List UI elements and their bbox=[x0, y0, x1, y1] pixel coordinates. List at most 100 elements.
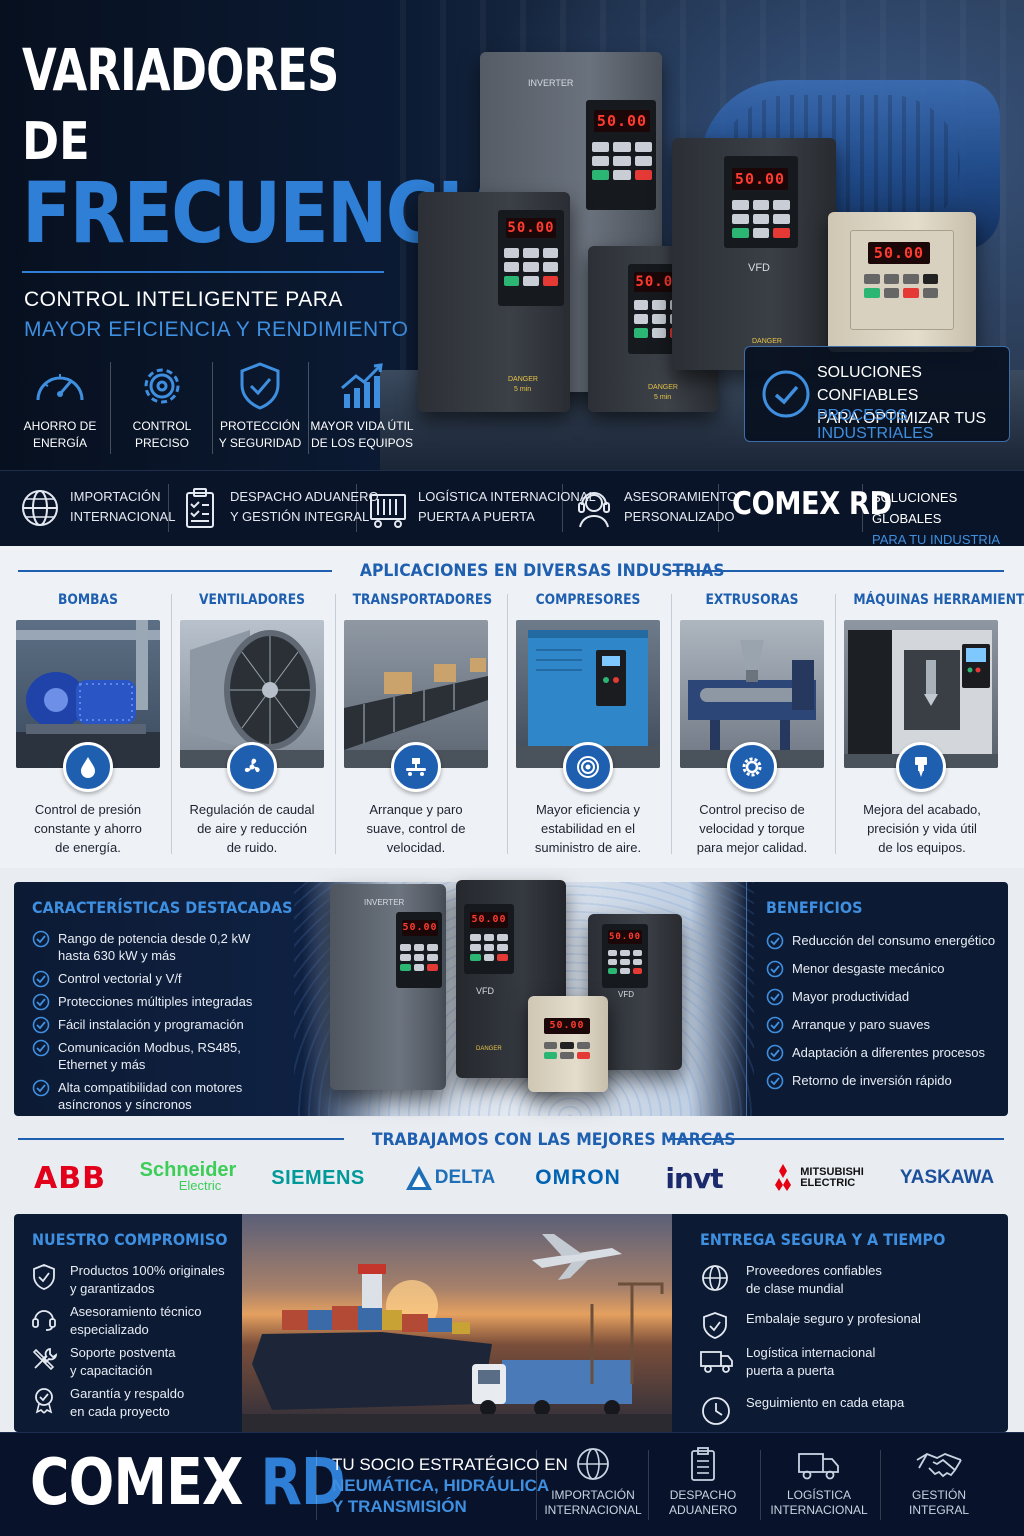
service-line2: PUERTA A PUERTA bbox=[418, 509, 535, 524]
delivery-title: ENTREGA SEGURA Y A TIEMPO bbox=[700, 1230, 946, 1249]
mitsubishi-diamonds-icon bbox=[775, 1164, 792, 1191]
danger-time: 5 min bbox=[654, 394, 672, 401]
drive-display: 50.00 bbox=[608, 930, 642, 944]
headset-icon bbox=[578, 492, 610, 528]
growth-chart-icon bbox=[341, 363, 383, 408]
feature-line1: PROTECCIÓN bbox=[219, 419, 300, 433]
brands-title: TRABAJAMOS CON LAS MEJORES MARCAS bbox=[371, 1130, 736, 1150]
danger-label: DANGER bbox=[752, 338, 782, 345]
application-name: TRANSPORTADORES bbox=[352, 592, 493, 608]
list-item: Mayor productividad bbox=[766, 988, 1002, 1006]
application-machine-tools: MÁQUINAS HERRAMIENTA Mejora del acabado,… bbox=[844, 592, 1024, 855]
services-bar bbox=[0, 470, 1024, 546]
check-circle-icon bbox=[766, 1072, 784, 1090]
drive-display: 50.00 bbox=[634, 272, 684, 292]
drive-display: 50.00 bbox=[470, 912, 508, 928]
gauge-icon bbox=[36, 374, 84, 401]
pumps-image bbox=[16, 620, 160, 768]
solutions-line3: PROCESOS INDUSTRIALES bbox=[817, 407, 934, 442]
danger-label: DANGER bbox=[648, 384, 678, 391]
footer-logo: COMEX RD bbox=[30, 1446, 346, 1520]
fans-image bbox=[180, 620, 324, 768]
section-rule bbox=[670, 1138, 1004, 1140]
globe-icon bbox=[577, 1448, 609, 1480]
list-item: Control vectorial y V/f bbox=[32, 970, 272, 988]
hero-title-line1: VARIADORES bbox=[22, 36, 339, 104]
list-item: Fácil instalación y programación bbox=[32, 1016, 272, 1034]
feature-line2: PRECISO bbox=[134, 436, 189, 450]
brand-yaskawa-logo: YASKAWA bbox=[899, 1167, 995, 1188]
shield-check-icon bbox=[703, 1312, 727, 1339]
check-circle-icon bbox=[762, 370, 810, 418]
truck-icon bbox=[798, 1453, 839, 1480]
application-divider bbox=[671, 594, 672, 854]
feature-line1: MAYOR VIDA ÚTIL bbox=[310, 419, 414, 433]
panel-divider bbox=[746, 882, 747, 1116]
application-name: EXTRUSORAS bbox=[705, 592, 799, 608]
target-icon bbox=[563, 742, 613, 792]
brand-schneider-logo: Schneider Electric bbox=[139, 1159, 237, 1193]
drive-display: 50.00 bbox=[544, 1018, 590, 1034]
drive-label: INVERTER bbox=[528, 78, 574, 88]
drive-display: 50.00 bbox=[868, 242, 930, 264]
service-line2: Y GESTIÓN INTEGRAL bbox=[230, 509, 370, 524]
application-name: MÁQUINAS HERRAMIENTA bbox=[853, 592, 1024, 608]
application-divider bbox=[507, 594, 508, 854]
section-rule bbox=[672, 570, 1004, 572]
delta-triangle-icon bbox=[405, 1166, 432, 1190]
clipboard-icon bbox=[691, 1447, 715, 1481]
handshake-icon bbox=[916, 1452, 962, 1478]
machine-tools-image bbox=[844, 620, 998, 768]
application-name: COMPRESORES bbox=[535, 592, 641, 608]
brand-invt-logo: invt bbox=[665, 1161, 723, 1195]
drive-display: 50.00 bbox=[594, 110, 650, 132]
drive-label: VFD bbox=[748, 262, 770, 274]
feature-divider bbox=[110, 362, 111, 454]
gear-icon bbox=[727, 742, 777, 792]
drive-label: VFD bbox=[476, 986, 494, 996]
list-item: Comunicación Modbus, RS485,Ethernet y má… bbox=[32, 1039, 272, 1073]
brand-omron-logo: OMRON bbox=[535, 1166, 621, 1189]
benefits-list: Reducción del consumo energético Menor d… bbox=[766, 932, 1002, 1090]
drive-label: VFD bbox=[618, 990, 634, 999]
check-circle-icon bbox=[32, 930, 50, 948]
danger-label: DANGER bbox=[476, 1046, 502, 1052]
feature-divider bbox=[212, 362, 213, 454]
list-item: Seguimiento en cada etapa bbox=[700, 1394, 1000, 1425]
service-divider bbox=[862, 484, 863, 532]
check-circle-icon bbox=[766, 1044, 784, 1062]
service-line1: ASESORAMIENTO bbox=[624, 489, 738, 504]
feature-line2: DE LOS EQUIPOS bbox=[310, 436, 414, 450]
fan-icon bbox=[227, 742, 277, 792]
feature-line2: Y SEGURIDAD bbox=[218, 436, 302, 450]
characteristics-title: CARACTERÍSTICAS DESTACADAS bbox=[32, 898, 293, 917]
applications-title: APLICACIONES EN DIVERSAS INDUSTRIAS bbox=[359, 561, 725, 581]
hero-subtitle-line2: MAYOR EFICIENCIA Y RENDIMIENTO bbox=[24, 318, 409, 341]
conveyors-image bbox=[344, 620, 488, 768]
service-divider bbox=[356, 484, 357, 532]
shield-check-icon bbox=[33, 1264, 55, 1290]
service-line2: INTERNACIONAL bbox=[70, 509, 176, 524]
check-circle-icon bbox=[32, 1079, 50, 1097]
service-line1: LOGÍSTICA INTERNACIONAL bbox=[418, 489, 596, 504]
check-circle-icon bbox=[766, 988, 784, 1006]
service-divider bbox=[718, 484, 719, 532]
shipping-logistics-image bbox=[242, 1214, 672, 1432]
